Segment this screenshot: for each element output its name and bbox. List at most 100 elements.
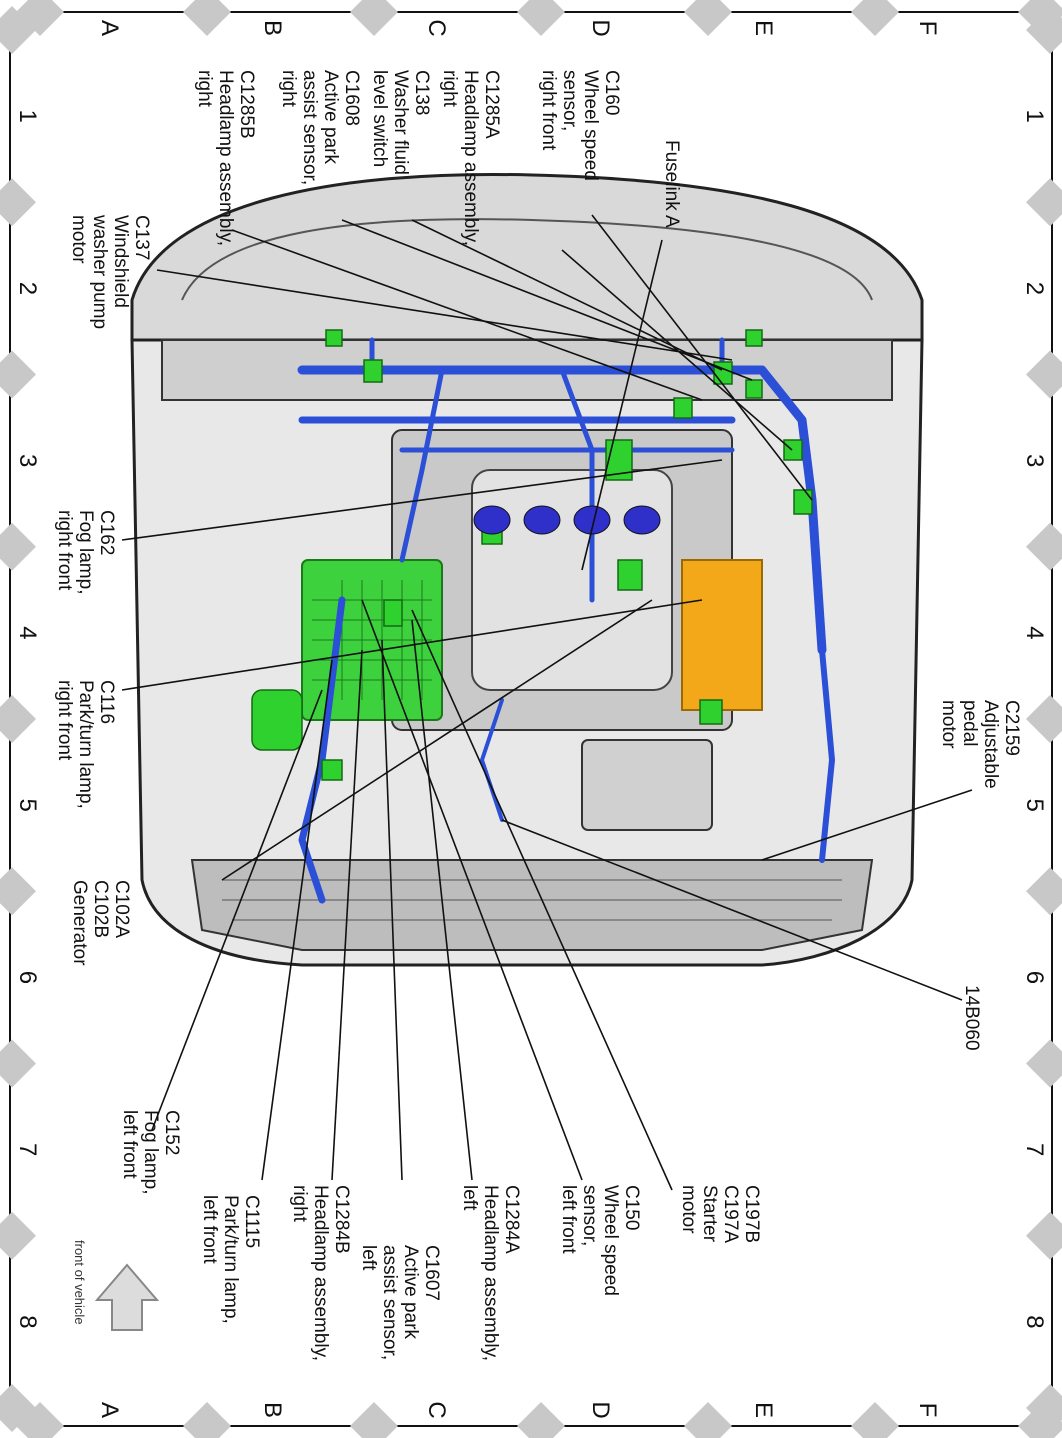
- callout-line: motor: [678, 1185, 699, 1234]
- grid-label: D: [586, 1401, 614, 1419]
- callout-line: C102B: [90, 880, 111, 939]
- callout-line: Washer fluid: [390, 70, 411, 175]
- callout-line: C102A: [111, 880, 132, 939]
- battery: [581, 739, 713, 831]
- grid-label: 2: [14, 281, 41, 296]
- callout-line: left front: [558, 1185, 579, 1254]
- callout-line: left front: [199, 1195, 220, 1264]
- grid-label: B: [259, 1401, 287, 1418]
- grid-marker: [1026, 695, 1062, 743]
- callout-line: motor: [938, 700, 959, 749]
- grid-marker: [1026, 522, 1062, 571]
- grid-label: 7: [14, 1142, 41, 1157]
- front-of-vehicle-arrow: [94, 1263, 160, 1331]
- grid-label: 3: [14, 453, 41, 468]
- grid-marker: [517, 0, 565, 36]
- grid-label: E: [750, 19, 778, 36]
- grid-marker: [350, 1402, 398, 1438]
- grid-label: 1: [14, 109, 41, 123]
- callout-line: left: [459, 1185, 480, 1211]
- fuel-injectors: [473, 505, 661, 535]
- grid-marker: [1026, 867, 1062, 916]
- callout-line: Starter: [699, 1185, 720, 1243]
- callout-14B060: 14B060: [961, 985, 982, 1051]
- grid-marker: [0, 1039, 36, 1088]
- grid-marker: [16, 0, 64, 36]
- callout-line: Adjustable: [980, 700, 1001, 789]
- callout-line: level switch: [369, 70, 390, 168]
- grid-marker: [0, 178, 36, 227]
- callout-line: sensor,: [579, 1185, 600, 1247]
- callout-line: washer pump: [89, 215, 110, 330]
- grid-label: 7: [1021, 1142, 1048, 1157]
- callout-line: C137: [131, 215, 152, 261]
- callout-line: Headlamp assembly,: [480, 1185, 501, 1362]
- callout-line: C162: [96, 510, 117, 556]
- callout-line: 14B060: [961, 985, 982, 1051]
- front-of-vehicle-note: front of vehicle: [72, 1240, 87, 1325]
- grid-label: F: [914, 1402, 942, 1418]
- callout-line: Park/turn lamp,: [220, 1195, 241, 1324]
- callout-line: Park/turn lamp,: [75, 680, 96, 809]
- grid-label: 6: [1021, 970, 1048, 985]
- callout-line: C138: [411, 70, 432, 116]
- grid-label: 5: [1021, 798, 1048, 812]
- callout-line: right: [439, 70, 460, 107]
- grid-marker: [1026, 1039, 1062, 1088]
- grid-marker: [1018, 1402, 1062, 1438]
- grid-label: 4: [1021, 626, 1048, 640]
- callout-line: right front: [538, 70, 559, 151]
- grid-marker: [851, 0, 899, 36]
- grid-marker: [1026, 178, 1062, 227]
- grid-marker: [851, 1402, 899, 1438]
- callout-line: left front: [119, 1110, 140, 1179]
- grid-label: E: [750, 1401, 778, 1418]
- callout-line: C150: [621, 1185, 642, 1231]
- grid-label: F: [914, 20, 942, 36]
- grid-label: A: [95, 1401, 123, 1418]
- callout-line: C1285B: [236, 70, 257, 139]
- grid-marker: [0, 695, 36, 743]
- wiring-harness: [297, 337, 835, 904]
- grid-marker: [1018, 0, 1062, 36]
- callout-line: assist sensor,: [299, 70, 320, 186]
- grid-label: D: [586, 19, 614, 37]
- callout-line: right: [194, 70, 215, 107]
- grid-marker: [0, 1211, 36, 1260]
- grid-marker: [0, 350, 36, 399]
- callout-line: motor: [68, 215, 89, 264]
- callout-line: Active park: [400, 1245, 421, 1339]
- callout-line: Fog lamp,: [140, 1110, 161, 1195]
- grid-label: 3: [1021, 453, 1048, 468]
- callout-line: right: [289, 1185, 310, 1222]
- grid-marker: [183, 1402, 231, 1438]
- grid-label: C: [423, 1401, 451, 1419]
- callout-line: C160: [601, 70, 622, 116]
- grid-marker: [350, 0, 398, 36]
- callout-line: C1284B: [331, 1185, 352, 1254]
- grid-marker: [16, 1402, 64, 1438]
- callout-line: C1285A: [481, 70, 502, 139]
- connectors: [251, 329, 813, 781]
- grid-label: 6: [14, 970, 41, 985]
- callout-line: Headlamp assembly,: [460, 70, 481, 247]
- grid-label: 8: [1021, 1315, 1048, 1329]
- callout-line: right: [278, 70, 299, 107]
- callout-line: left: [358, 1245, 379, 1271]
- callout-line: C152: [161, 1110, 182, 1156]
- callout-fuselink-a: Fuselink A: [661, 140, 682, 228]
- grid-marker: [0, 867, 36, 916]
